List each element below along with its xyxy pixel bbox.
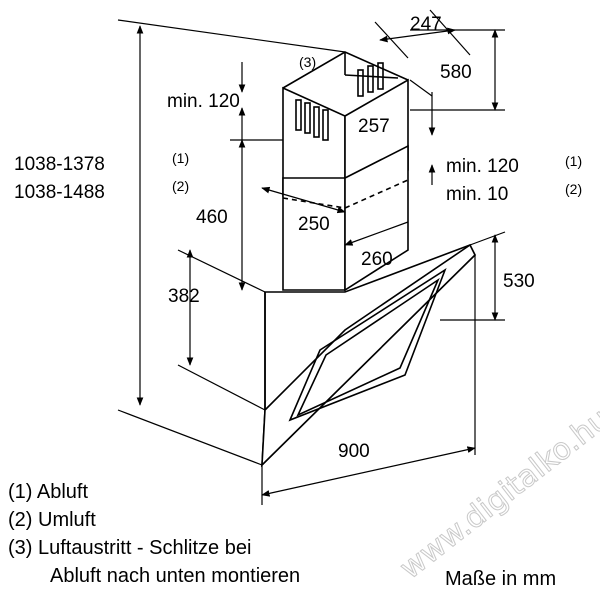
width-900-label: 900 [338, 441, 370, 462]
legend-item-umluft: (2) Umluft [8, 509, 96, 531]
depth-257-label: 257 [358, 116, 390, 137]
total-height-1-label: 1038-1378 [14, 154, 105, 175]
min-10-right-label: min. 10 [446, 184, 508, 205]
legend-item-slots: (3) Luftaustritt - Schlitze bei [8, 537, 251, 559]
height-530-label: 530 [503, 271, 535, 292]
min-120-right-note: (1) [565, 153, 582, 169]
total-height-2-label: 1038-1488 [14, 182, 105, 203]
total-height-2-note: (2) [172, 178, 189, 194]
width-247-label: 247 [410, 14, 442, 35]
height-382-label: 382 [168, 286, 200, 307]
dimension-lines [117, 9, 506, 505]
total-height-1-note: (1) [172, 150, 189, 166]
depth-250-label: 250 [298, 214, 330, 235]
min-120-left-label: min. 120 [167, 91, 240, 112]
height-580-label: 580 [440, 62, 472, 83]
height-460-label: 460 [196, 207, 228, 228]
watermark-text: www.digitalko.hu [393, 402, 600, 587]
legend-item-slots-cont: Abluft nach unten montieren [50, 565, 300, 587]
min-120-right-label: min. 120 [446, 156, 519, 177]
hood-outline [261, 51, 476, 468]
units-note: Maße in mm [445, 568, 556, 590]
slot-note-label: (3) [299, 54, 316, 70]
legend: (1) Abluft (2) Umluft (3) Luftaustritt -… [8, 481, 300, 587]
legend-item-abluft: (1) Abluft [8, 481, 88, 503]
width-260-label: 260 [361, 249, 393, 270]
min-10-right-note: (2) [565, 181, 582, 197]
